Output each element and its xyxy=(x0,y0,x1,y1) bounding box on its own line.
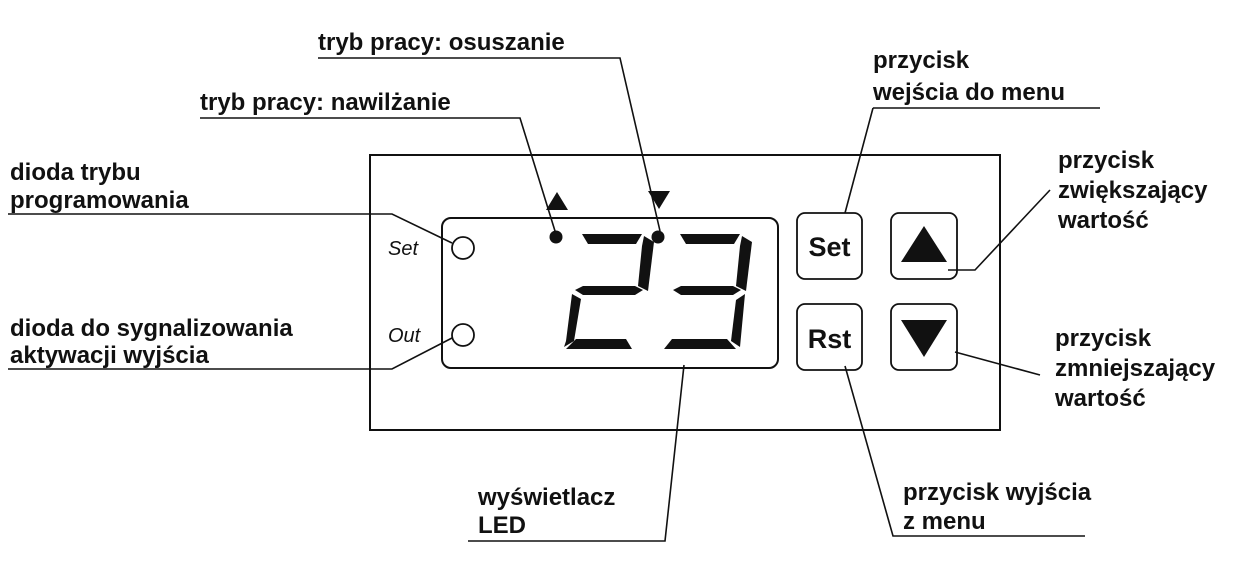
leader-prog-led xyxy=(8,213,453,244)
drying-indicator-icon xyxy=(648,191,670,209)
set-button-label: Set xyxy=(808,232,850,262)
humidifying-indicator-icon xyxy=(546,192,568,210)
label-prog-led-line1: dioda trybu xyxy=(10,159,141,186)
digit-3-seg-g xyxy=(673,286,741,295)
label-display-line1: wyświetlacz xyxy=(477,484,615,511)
label-down-btn-line2: zmniejszający xyxy=(1055,355,1216,382)
leader-up xyxy=(948,189,1051,271)
digit-2-seg-g xyxy=(575,286,643,295)
label-out-led-line2: aktywacji wyjścia xyxy=(10,342,209,369)
leader-down xyxy=(954,351,1041,376)
drying-dot xyxy=(651,230,665,244)
label-rst-btn-line1: przycisk wyjścia xyxy=(903,479,1092,506)
label-display-line2: LED xyxy=(478,512,526,539)
leader-humidifying xyxy=(200,117,556,232)
out-led xyxy=(451,323,475,347)
label-mode-drying: tryb pracy: osuszanie xyxy=(318,29,565,56)
label-set-btn-line1: przycisk xyxy=(873,47,970,74)
label-prog-led-line2: programowania xyxy=(10,187,189,214)
triangle-down-icon xyxy=(901,320,947,357)
digit-2-seg-d xyxy=(566,339,632,349)
display-digit-3 xyxy=(664,234,752,349)
triangle-up-icon xyxy=(901,226,947,262)
digit-3-seg-c xyxy=(731,294,745,347)
leader-drying xyxy=(318,57,661,232)
leader-rst xyxy=(844,365,1085,537)
leader-set xyxy=(844,107,874,214)
digit-3-seg-b xyxy=(736,236,752,291)
set-button[interactable]: Set xyxy=(796,212,863,280)
digit-3-seg-d xyxy=(664,339,736,349)
set-led xyxy=(451,236,475,260)
down-button[interactable] xyxy=(890,303,958,371)
display-digit-2 xyxy=(564,234,654,349)
label-down-btn-line3: wartość xyxy=(1054,385,1146,412)
rst-button-frame[interactable] xyxy=(796,303,863,371)
digit-2-seg-e xyxy=(564,294,581,347)
label-set-btn-line2: wejścia do menu xyxy=(872,79,1065,106)
label-out-led-line1: dioda do sygnalizowania xyxy=(10,315,293,342)
label-up-btn-line2: zwiększający xyxy=(1058,177,1208,204)
label-up-btn-line3: wartość xyxy=(1057,207,1149,234)
led-set-label: Set xyxy=(388,238,419,260)
label-mode-humidifying: tryb pracy: nawilżanie xyxy=(200,89,451,116)
led-out-label: Out xyxy=(388,325,422,347)
leader-out-led xyxy=(8,337,453,370)
set-button-frame[interactable] xyxy=(796,212,863,280)
leader-display xyxy=(468,364,685,542)
rst-button-label: Rst xyxy=(808,324,852,354)
humidifying-dot xyxy=(549,230,563,244)
digit-2-seg-a xyxy=(582,234,642,244)
digit-2-seg-b xyxy=(638,236,654,291)
label-down-btn-line1: przycisk xyxy=(1055,325,1152,352)
label-rst-btn-line2: z menu xyxy=(903,508,986,535)
label-up-btn-line1: przycisk xyxy=(1058,147,1155,174)
digit-3-seg-a xyxy=(680,234,740,244)
rst-button[interactable]: Rst xyxy=(796,303,863,371)
up-button[interactable] xyxy=(890,212,958,280)
